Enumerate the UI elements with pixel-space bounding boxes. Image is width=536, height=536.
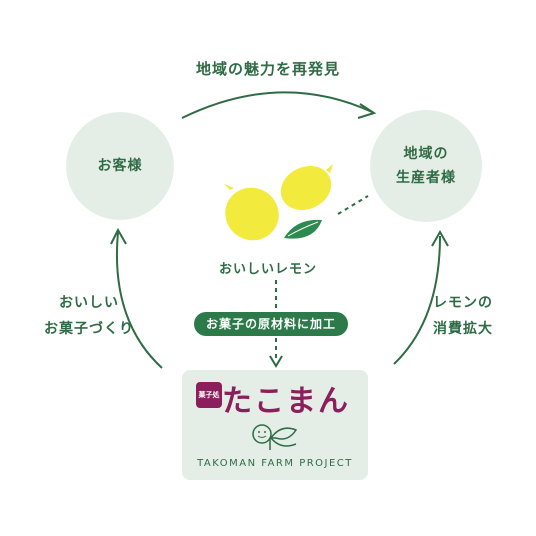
lemon-front [225,187,279,241]
customer-circle: お客様 [66,112,174,220]
right-side-label: レモンの 消費拡大 [398,290,528,342]
farm-logo-icon [252,424,298,450]
top-arrow [181,91,373,119]
right-side-line2: 消費拡大 [433,321,493,337]
brand-seal: 菓子処 [196,382,222,408]
right-arrow [393,235,441,365]
dashed-link [337,195,369,215]
right-arrow-head [431,229,449,247]
left-arrow-head [110,227,127,245]
customer-label: お客様 [97,158,143,174]
right-side-line1: レモンの [433,295,493,311]
left-side-line1: おいしい [59,295,119,311]
lemon-label: おいしいレモン [218,262,317,277]
producer-label-line1: 地域の [403,146,449,162]
lemon-back-tip [326,164,333,173]
left-arrow [115,231,163,369]
producer-label-line2: 生産者様 [396,170,456,186]
farm-project-label: TAKOMAN FARM PROJECT [197,458,353,469]
takoman-card: 菓子処 たこまん TAKOMAN FARM PROJECT [182,370,368,480]
brand-logo-row: 菓子処 たこまん [182,376,368,419]
brand-name: たこまん [222,384,350,419]
lemon-front-tip [224,184,234,190]
left-side-label: おいしい お菓子づくり [24,290,154,342]
process-pill: お菓子の原材料に加工 [194,312,349,336]
lemon-back [280,166,332,210]
top-label: 地域の魅力を再発見 [195,60,340,78]
producer-circle: 地域の 生産者様 [370,110,482,222]
top-arrow-head [357,103,377,119]
down-arrow-head [269,355,283,368]
left-side-line2: お菓子づくり [44,321,134,337]
lemon-illustration [224,164,333,241]
